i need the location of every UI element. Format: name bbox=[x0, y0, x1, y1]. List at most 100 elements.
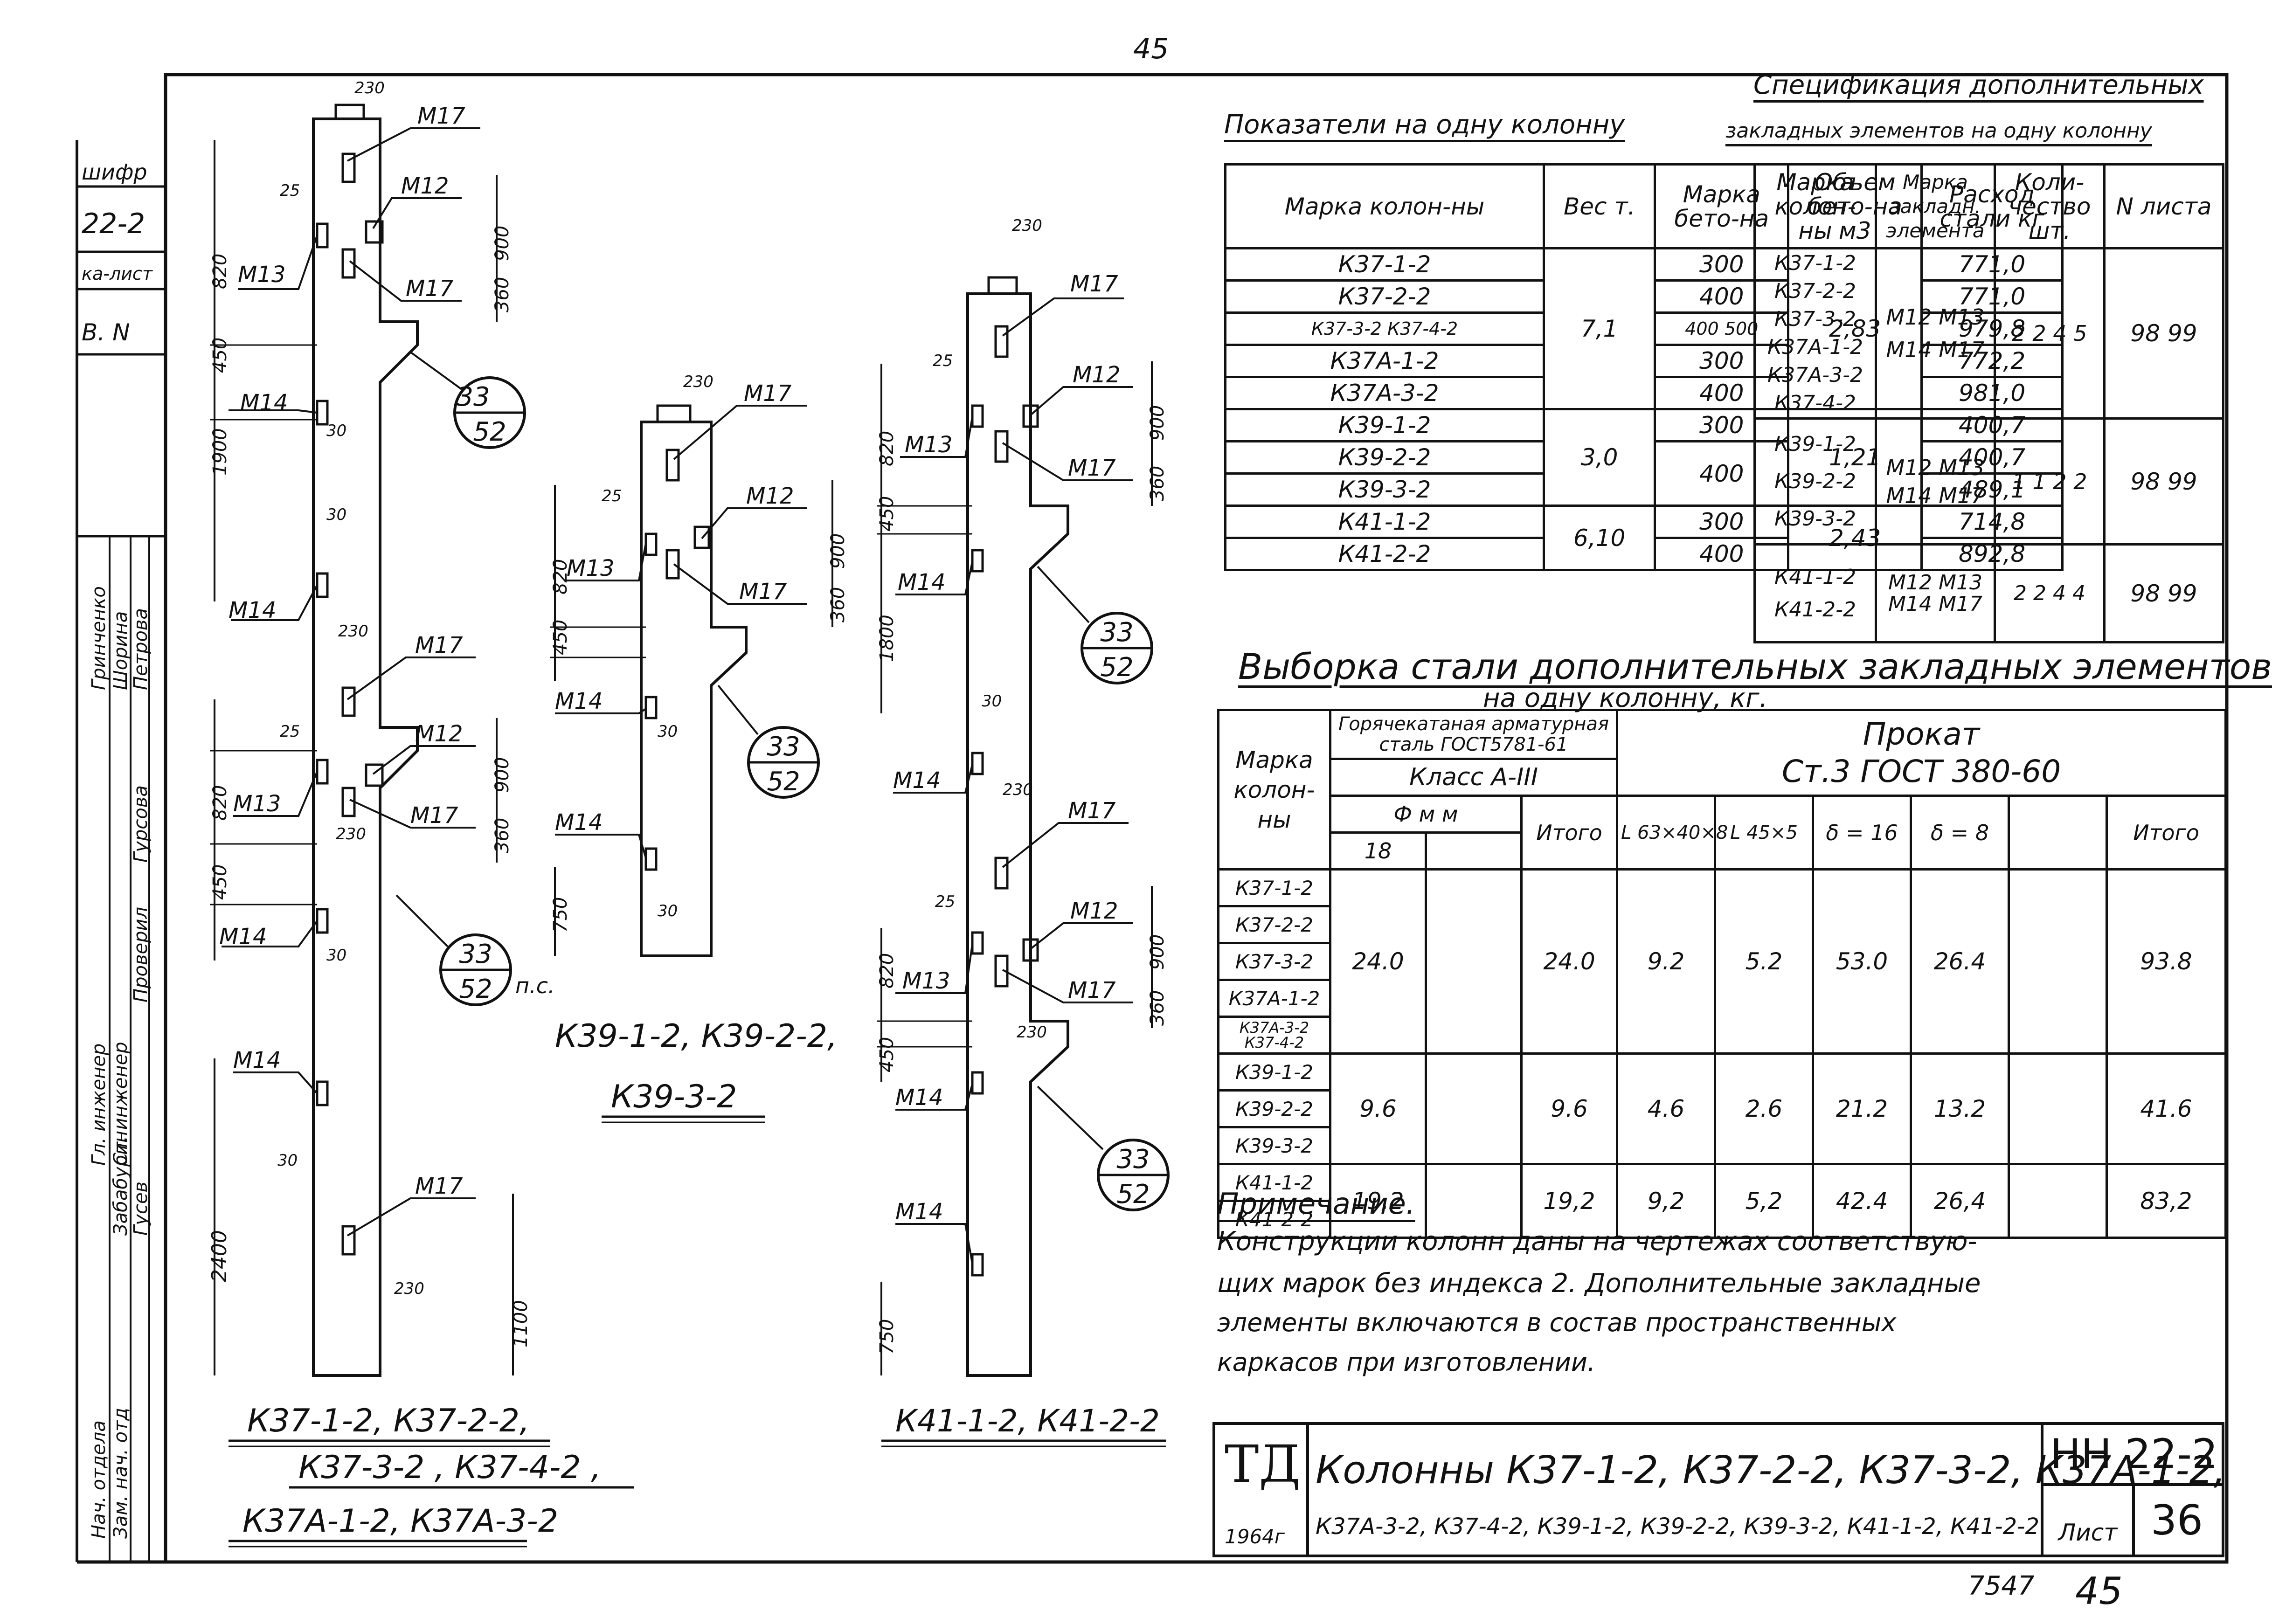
k41-caption-0: К41-1-2, К41-2-2 bbox=[895, 1403, 1160, 1439]
cell-mark: К39-2-2 bbox=[1224, 440, 1545, 475]
side-name-2: Гринченко bbox=[88, 586, 110, 690]
th-prokat-title: Прокат bbox=[1863, 716, 1980, 752]
steel-title-line1: Выборка стали дополнительных закладных э… bbox=[1238, 646, 2272, 687]
cell-plate-16: 21.2 bbox=[1812, 1052, 1912, 1165]
cell-mark: К37-3-2 bbox=[1217, 942, 1331, 981]
k37-label-4: М14 bbox=[240, 390, 288, 416]
side-inv-label: В. N bbox=[82, 319, 130, 346]
th-angle-45: L 45×5 bbox=[1714, 795, 1814, 871]
table-row: К41-2-2 bbox=[1217, 1200, 2226, 1239]
th-prokat-gost: Ст.3 ГОСТ 380-60 bbox=[1781, 753, 2061, 789]
cell-mark: К41-2-2 bbox=[1224, 537, 1545, 571]
th-weight: Вес т. bbox=[1543, 163, 1656, 249]
th-d18: 18 bbox=[1329, 831, 1427, 871]
k37-callout-1-top: 33 bbox=[457, 382, 490, 412]
k37-dim-7: 30 bbox=[326, 422, 346, 440]
th-plate-16: δ = 16 bbox=[1812, 795, 1912, 871]
cell-mark: К41-1-2 bbox=[1224, 504, 1545, 539]
k37-callout-2-top: 33 bbox=[459, 939, 492, 969]
side-role-0: Нач. отдела bbox=[88, 1420, 110, 1539]
k37-dim-6: 1900 bbox=[209, 428, 231, 476]
cell-total: 41.6 bbox=[2105, 1052, 2227, 1165]
k39-dim-0: 230 bbox=[683, 373, 713, 391]
k37-dim-0: 230 bbox=[354, 79, 385, 97]
cell-mark: К39-1-2 bbox=[1224, 408, 1545, 442]
cell-mark: К37-1-2 bbox=[1224, 247, 1545, 282]
k37-dim-12: 820 bbox=[209, 785, 231, 821]
th-empty bbox=[2008, 795, 2108, 871]
k41-dim-2: 900 bbox=[1147, 405, 1168, 441]
k37-dim-10: 25 bbox=[280, 722, 300, 741]
cell-mark: К41-2-2 bbox=[1217, 1200, 1331, 1239]
k41-dim-0: 230 bbox=[1012, 216, 1042, 235]
k39-dim-5: 450 bbox=[550, 620, 571, 655]
title-block: ТД 1964г Колонны К37-1-2, К37-2-2, К37-3… bbox=[1212, 1422, 2226, 1557]
k41-label-0: М17 bbox=[1070, 271, 1118, 297]
k39-label-5: М14 bbox=[555, 809, 603, 836]
k41-dim-7: 30 bbox=[982, 692, 1002, 711]
side-role-4: Проверил bbox=[130, 907, 152, 1002]
cell-elements: М12 М13 М14 М17 bbox=[1875, 417, 1996, 546]
cell-plate-16: 42.4 bbox=[1812, 1163, 1912, 1239]
k37-label-11: М14 bbox=[233, 1047, 281, 1073]
cell-sheets: 98 99 bbox=[2103, 417, 2224, 546]
k41-label-7: М12 bbox=[1070, 898, 1118, 924]
k37-dim-4: 820 bbox=[209, 254, 231, 289]
spec-title-line1: Спецификация дополнительных bbox=[1753, 70, 2204, 100]
k41-dim-4: 820 bbox=[876, 431, 898, 466]
cell-sheets: 98 99 bbox=[2103, 543, 2224, 643]
k37-label-10: М14 bbox=[219, 924, 267, 950]
cell-elements: М12 М13 М14 М17 bbox=[1875, 247, 1996, 420]
k37-label-8: М13 bbox=[233, 791, 281, 817]
table-row: К39-3-2 bbox=[1217, 1126, 2226, 1165]
th-mark: Марка колон-ны bbox=[1753, 163, 1877, 249]
k37-note-pc: п.с. bbox=[515, 973, 555, 998]
cell-total-rebar: 9.6 bbox=[1520, 1052, 1618, 1165]
bottom-number-0: 7547 bbox=[1968, 1571, 2035, 1601]
k37-caption-2: К37А-1-2, К37А-3-2 bbox=[242, 1503, 558, 1540]
spec-table: Марка колон-ны Марка закладн. элемента К… bbox=[1753, 163, 2224, 643]
th-diameter: Ф м м bbox=[1329, 795, 1523, 834]
k41-dim-8: 230 bbox=[1003, 781, 1033, 799]
th-rebar: Горячекатаная арматурная сталь ГОСТ5781-… bbox=[1329, 709, 1618, 760]
table-row: К41-1-2 19.2 19,2 9,2 5,2 42.4 26,4 83,2 bbox=[1217, 1163, 2227, 1239]
column-k41-drawing bbox=[877, 276, 1170, 1377]
cell-total-rebar: 19,2 bbox=[1520, 1163, 1618, 1239]
k41-label-5: М14 bbox=[893, 767, 941, 794]
cell-qty: 2 2 4 4 bbox=[1994, 543, 2106, 643]
column-k37-texts: 230 25 900 360 820 450 1900 30 30 230 25… bbox=[208, 79, 634, 1548]
cell-elements: М12 М13 М14 М17 bbox=[1875, 543, 1996, 643]
cell-mark: К39-3-2 bbox=[1224, 472, 1545, 507]
th-prokat: Прокат Ст.3 ГОСТ 380-60 bbox=[1615, 709, 2227, 797]
table-row: К39-1-2 К39-2-2 К39-3-2 М12 М13 М14 М17 … bbox=[1753, 417, 2224, 546]
cell-mark: К39-2-2 bbox=[1217, 1089, 1331, 1128]
k37-label-1: М12 bbox=[401, 173, 449, 199]
k37-caption-1: К37-3-2 , К37-4-2 , bbox=[298, 1449, 601, 1486]
k41-dim-10: 900 bbox=[1147, 934, 1168, 970]
k41-dim-6: 1800 bbox=[876, 615, 898, 662]
table-row: К37-1-2 К37-2-2 К37-3-2 К37А-1-2 К37А-3-… bbox=[1753, 247, 2224, 420]
k37-dim-17: 30 bbox=[277, 1151, 298, 1170]
cell-angle-63: 9,2 bbox=[1616, 1163, 1716, 1239]
page-number: 45 bbox=[1133, 33, 1169, 65]
cell-weight: 3,0 bbox=[1543, 408, 1656, 507]
sheet-frame bbox=[164, 73, 2229, 1564]
th-sheet: N листа bbox=[2103, 163, 2224, 249]
table-row: К41-1-2 К41-2-2 М12 М13 М14 М17 2 2 4 4 … bbox=[1753, 543, 2224, 643]
k41-label-11: М14 bbox=[895, 1199, 943, 1225]
cell-sheets: 98 99 bbox=[2103, 247, 2224, 420]
table-row: К39-2-2 bbox=[1217, 1089, 2226, 1128]
k41-dim-9: 25 bbox=[935, 892, 955, 911]
side-role-1: Зам. нач. отд bbox=[110, 1408, 132, 1539]
cell-mark: К37А-1-2 bbox=[1217, 979, 1331, 1018]
cell-angle-63: 9.2 bbox=[1616, 868, 1716, 1055]
k39-label-0: М17 bbox=[744, 380, 792, 407]
cell-plate-8: 26.4 bbox=[1910, 868, 2010, 1055]
k39-dim-3: 360 bbox=[827, 587, 849, 622]
k41-callout-1-top: 33 bbox=[1100, 617, 1133, 648]
th-blank bbox=[1425, 831, 1523, 871]
cell-blank bbox=[2008, 1163, 2108, 1239]
cell-blank bbox=[2008, 1052, 2108, 1165]
k37-dim-18: 2400 bbox=[208, 1230, 231, 1282]
logo-year: 1964г bbox=[1225, 1525, 1285, 1548]
